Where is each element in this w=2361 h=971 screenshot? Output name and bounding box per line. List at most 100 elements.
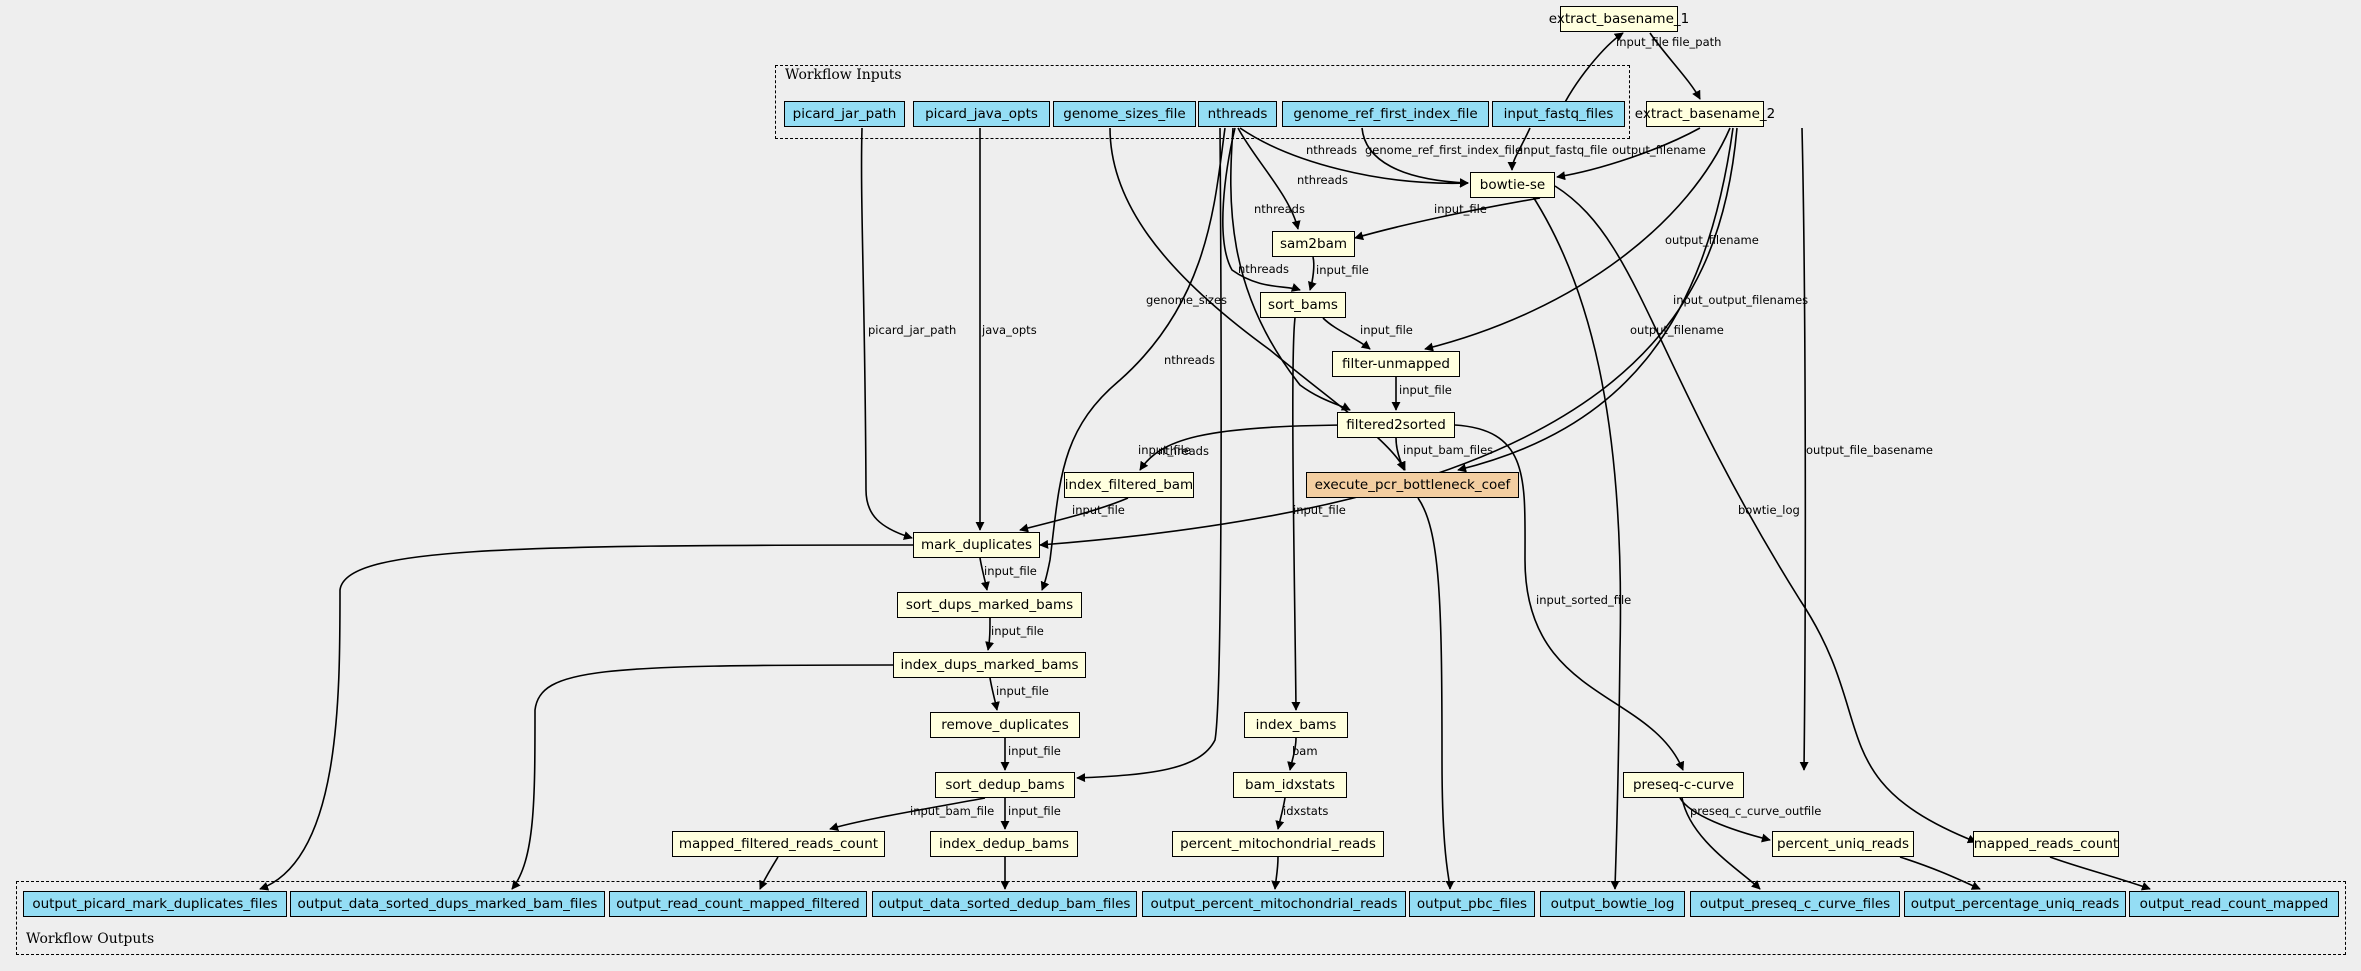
node-preseq-c-curve[interactable]: preseq-c-curve — [1623, 772, 1744, 798]
edge-label: java_opts — [981, 323, 1037, 337]
node-extract-basename-1[interactable]: extract_basename_1 — [1549, 6, 1689, 32]
edge-label: nthreads — [1238, 262, 1289, 276]
node-bowtie-se[interactable]: bowtie-se — [1470, 172, 1555, 198]
edge-label: input_file — [1138, 443, 1191, 457]
edge-execute-pcr-bottleneck-coef-to-output-pbc-files — [1417, 497, 1455, 890]
edge-mark-duplicates-to-output-picard-mark-duplicates-files — [259, 544, 914, 891]
edge-preseq-c-curve-to-percent-uniq-reads — [1679, 797, 1771, 843]
edge-input-fastq-files-to-bowtie-se — [1507, 127, 1531, 171]
edge-label: output_filename — [1612, 143, 1706, 157]
edge-label: input_file — [1316, 263, 1369, 277]
node-output-percentage-uniq-reads[interactable]: output_percentage_uniq_reads — [1904, 891, 2126, 917]
node-output-bowtie-log[interactable]: output_bowtie_log — [1540, 891, 1685, 917]
edge-extract-basename-1-to-extract-basename-2 — [1649, 32, 1701, 100]
node-output-picard-mark-duplicates-files[interactable]: output_picard_mark_duplicates_files — [23, 891, 287, 917]
node-mapped-filtered-reads-count[interactable]: mapped_filtered_reads_count — [672, 831, 885, 857]
edge-bowtie-se-to-sam2bam — [1354, 197, 1541, 241]
node-sort-dedup-bams[interactable]: sort_dedup_bams — [935, 772, 1075, 798]
node-index-dups-marked-bams[interactable]: index_dups_marked_bams — [893, 652, 1086, 678]
edge-sort-bams-to-filter-unmapped — [1322, 317, 1371, 350]
edge-label: genome_sizes — [1146, 293, 1227, 307]
edge-filtered2sorted-to-execute-pcr-bottleneck-coef — [1395, 437, 1406, 471]
edge-label: input_file — [1008, 804, 1061, 818]
workflow-inputs-label: Workflow Inputs — [785, 67, 902, 83]
edge-nthreads-to-sort-bams — [1222, 127, 1301, 292]
node-filtered2sorted[interactable]: filtered2sorted — [1337, 412, 1455, 438]
node-index-dedup-bams[interactable]: index_dedup_bams — [930, 831, 1078, 857]
edge-label: input_bam_file — [910, 804, 994, 818]
node-output-read-count-mapped[interactable]: output_read_count_mapped — [2129, 891, 2339, 917]
edge-label: input_file — [1434, 202, 1487, 216]
node-execute-pcr-bottleneck-coef[interactable]: execute_pcr_bottleneck_coef — [1306, 472, 1519, 498]
node-output-preseq-c-curve-files[interactable]: output_preseq_c_curve_files — [1690, 891, 1900, 917]
edge-bam-idxstats-to-percent-mitochondrial-reads — [1275, 797, 1286, 830]
node-genome-ref-first-index-file[interactable]: genome_ref_first_index_file — [1282, 101, 1489, 127]
node-percent-mitochondrial-reads[interactable]: percent_mitochondrial_reads — [1172, 831, 1384, 857]
node-picard-java-opts[interactable]: picard_java_opts — [913, 101, 1050, 127]
edge-label: preseq_c_curve_outfile — [1690, 804, 1821, 818]
edge-filtered2sorted-to-preseq-c-curve — [1454, 424, 1685, 771]
edge-label: bowtie_log — [1738, 503, 1800, 517]
workflow-outputs-label: Workflow Outputs — [26, 931, 155, 947]
edge-nthreads-to-sort-dups-marked-bams — [1040, 127, 1226, 591]
node-percent-uniq-reads[interactable]: percent_uniq_reads — [1772, 831, 1914, 857]
edge-label: output_filename — [1665, 233, 1759, 247]
edge-label: output_filename — [1630, 323, 1724, 337]
edge-label: nthreads — [1297, 173, 1348, 187]
edge-label: input_file — [996, 684, 1049, 698]
edge-extract-basename-2-to-mark-duplicates — [1039, 127, 1738, 549]
edge-nthreads-to-filtered2sorted — [1229, 127, 1351, 411]
node-index-filtered-bam[interactable]: index_filtered_bam — [1064, 472, 1194, 498]
edge-extract-basename-2-to-bowtie-se — [1556, 127, 1701, 181]
node-input-fastq-files[interactable]: input_fastq_files — [1492, 101, 1625, 127]
node-output-percent-mitochondrial-reads[interactable]: output_percent_mitochondrial_reads — [1142, 891, 1406, 917]
edge-percent-uniq-reads-to-output-percentage-uniq-reads — [1899, 856, 1981, 890]
node-index-bams[interactable]: index_bams — [1244, 712, 1348, 738]
edge-sort-bams-to-index-bams — [1291, 317, 1301, 711]
edge-picard-jar-path-to-mark-duplicates — [860, 127, 913, 540]
node-bam-idxstats[interactable]: bam_idxstats — [1233, 772, 1347, 798]
node-sam2bam[interactable]: sam2bam — [1272, 231, 1355, 257]
workflow-outputs-cluster — [16, 881, 2346, 955]
edge-mapped-reads-count-to-output-read-count-mapped — [2049, 856, 2151, 891]
edge-extract-basename-2-to-execute-pcr-bottleneck-coef — [1457, 127, 1734, 473]
node-sort-dups-marked-bams[interactable]: sort_dups_marked_bams — [897, 592, 1082, 618]
edge-label: input_file — [1008, 744, 1061, 758]
edge-percent-mitochondrial-reads-to-output-percent-mitochondrial-reads — [1271, 856, 1281, 890]
edge-label: input_file — [1072, 503, 1125, 517]
node-output-read-count-mapped-filtered[interactable]: output_read_count_mapped_filtered — [609, 891, 867, 917]
node-remove-duplicates[interactable]: remove_duplicates — [930, 712, 1080, 738]
edge-sam2bam-to-sort-bams — [1308, 256, 1317, 291]
node-output-data-sorted-dedup-bam-files[interactable]: output_data_sorted_dedup_bam_files — [872, 891, 1137, 917]
node-mark-duplicates[interactable]: mark_duplicates — [913, 532, 1040, 558]
node-mapped-reads-count[interactable]: mapped_reads_count — [1973, 831, 2119, 857]
edge-label: input_file — [1616, 35, 1669, 49]
edge-extract-basename-2-to-preseq-c-curve — [1799, 127, 1809, 771]
edge-label: input_file — [991, 624, 1044, 638]
node-picard-jar-path[interactable]: picard_jar_path — [784, 101, 905, 127]
node-nthreads[interactable]: nthreads — [1198, 101, 1277, 127]
edge-preseq-c-curve-to-output-preseq-c-curve-files — [1681, 797, 1761, 890]
edge-label: input_output_filenames — [1673, 293, 1808, 307]
edge-label: input_file — [1293, 503, 1346, 517]
node-genome-sizes-file[interactable]: genome_sizes_file — [1053, 101, 1196, 127]
edge-label: file_path — [1672, 35, 1721, 49]
node-output-pbc-files[interactable]: output_pbc_files — [1409, 891, 1535, 917]
edge-bowtie-se-to-output-bowtie-log — [1525, 185, 1622, 890]
edge-label: picard_jar_path — [868, 323, 956, 337]
edge-index-bams-to-bam-idxstats — [1287, 737, 1297, 771]
edge-label: nthreads — [1254, 202, 1305, 216]
edge-label: genome_ref_first_index_file — [1365, 143, 1522, 157]
node-extract-basename-2[interactable]: extract_basename_2 — [1635, 101, 1775, 127]
node-sort-bams[interactable]: sort_bams — [1260, 292, 1346, 318]
edge-label: input_fastq_file — [1520, 143, 1608, 157]
edge-label: bam — [1292, 744, 1318, 758]
edge-label: input_sorted_file — [1536, 593, 1631, 607]
edge-sort-dedup-bams-to-mapped-filtered-reads-count — [829, 797, 986, 831]
node-filter-unmapped[interactable]: filter-unmapped — [1332, 351, 1460, 377]
edge-filtered2sorted-to-index-filtered-bam — [1139, 424, 1361, 471]
node-output-data-sorted-dups-marked-bam-files[interactable]: output_data_sorted_dups_marked_bam_files — [290, 891, 605, 917]
workflow-inputs-cluster — [775, 65, 1630, 139]
edge-sort-dups-marked-bams-to-index-dups-marked-bams — [985, 617, 994, 651]
